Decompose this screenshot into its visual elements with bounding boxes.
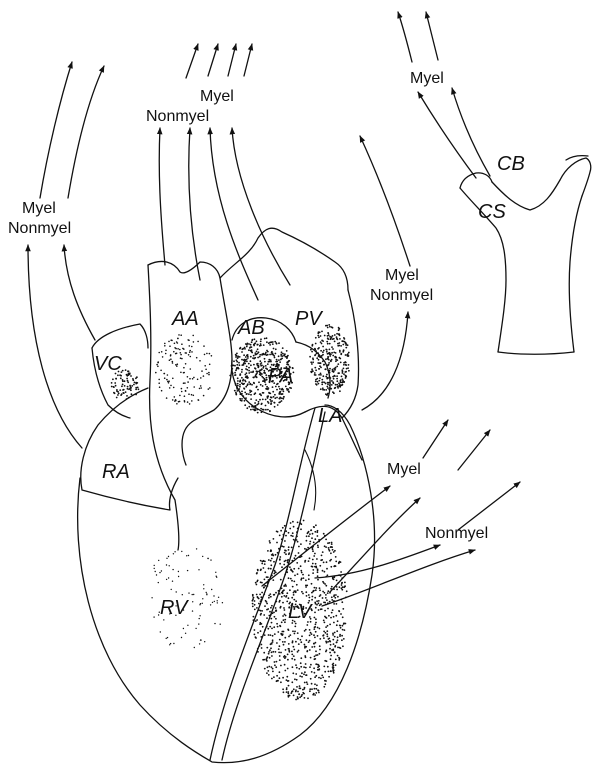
fiber-arrow <box>360 136 410 266</box>
region-ab: AB <box>237 317 265 339</box>
fiber-arrow <box>189 128 200 280</box>
fiber-arrow <box>186 44 198 78</box>
fiber-arrow <box>423 420 448 458</box>
nerve-fiber-arrows <box>28 12 520 606</box>
region-labels: AA AB PV VC PA LA RA RV LV CB CS <box>94 153 525 623</box>
label-myel-top: Myel <box>200 88 234 105</box>
label-nonmyel-right: Nonmyel <box>370 287 433 304</box>
fiber-arrow <box>208 44 218 76</box>
region-pa: PA <box>268 365 293 387</box>
heart-outline <box>78 228 375 762</box>
region-vc: VC <box>94 353 122 375</box>
fiber-arrow <box>159 128 165 265</box>
fiber-arrow <box>426 12 438 60</box>
region-rv: RV <box>160 597 189 619</box>
label-myel-left: Myel <box>22 200 56 217</box>
label-nonmyel-left: Nonmyel <box>8 220 71 237</box>
fiber-arrow <box>68 66 104 198</box>
fiber-arrow <box>228 44 236 76</box>
label-nonmyel-top: Nonmyel <box>146 108 209 125</box>
region-cs: CS <box>478 201 506 223</box>
fiber-arrow <box>362 312 408 410</box>
fiber-arrow <box>28 245 82 448</box>
region-pv: PV <box>295 308 323 330</box>
fiber-arrow <box>40 62 72 198</box>
fiber-arrow <box>458 430 490 470</box>
fiber-arrow <box>210 128 258 300</box>
fiber-arrow <box>418 92 476 178</box>
region-lv: LV <box>288 601 313 623</box>
region-ra: RA <box>102 461 130 483</box>
label-myel-right: Myel <box>385 267 419 284</box>
fiber-arrow <box>64 245 95 340</box>
fiber-arrow <box>244 44 252 76</box>
fiber-arrow <box>262 486 390 586</box>
label-myel-lower-right: Myel <box>387 461 421 478</box>
carotid-bifurcation <box>460 156 591 355</box>
fiber-arrow <box>322 550 475 606</box>
fiber-arrow <box>452 88 490 176</box>
label-nonmyel-lower-right: Nonmyel <box>425 525 488 542</box>
region-la: LA <box>318 405 342 427</box>
label-myel-top-right: Myel <box>410 70 444 87</box>
region-cb: CB <box>497 153 525 175</box>
fiber-arrow <box>398 12 412 62</box>
fiber-arrow <box>315 545 440 578</box>
fiber-arrow <box>458 482 520 530</box>
region-aa: AA <box>171 308 199 330</box>
